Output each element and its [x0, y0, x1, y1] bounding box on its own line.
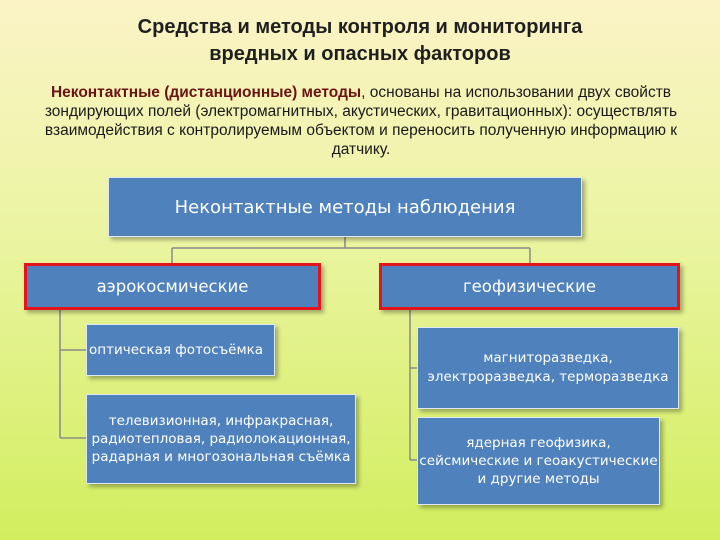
leaf-remote-imaging: телевизионная, инфракрасная, радиотеплов… — [86, 394, 356, 484]
leaf-optical-photography: оптическая фотосъёмка — [86, 324, 275, 376]
root-node: Неконтактные методы наблюдения — [108, 177, 582, 237]
intro-highlight: Неконтактные (дистанционные) методы — [50, 84, 362, 101]
leaf-prospecting: магниторазведка, электроразведка, термор… — [417, 327, 679, 409]
intro-text: , основаны на использовании двух свойств… — [44, 84, 678, 158]
leaf-nuclear-seismic: ядерная геофизика, сейсмические и геоаку… — [417, 417, 660, 505]
intro-paragraph: Неконтактные (дистанционные) методы, осн… — [30, 83, 692, 159]
branch-geophysical: геофизические — [379, 263, 680, 310]
branch-aerospace: аэрокосмические — [24, 263, 321, 310]
slide-title: Средства и методы контроля и мониторинга… — [137, 16, 583, 65]
